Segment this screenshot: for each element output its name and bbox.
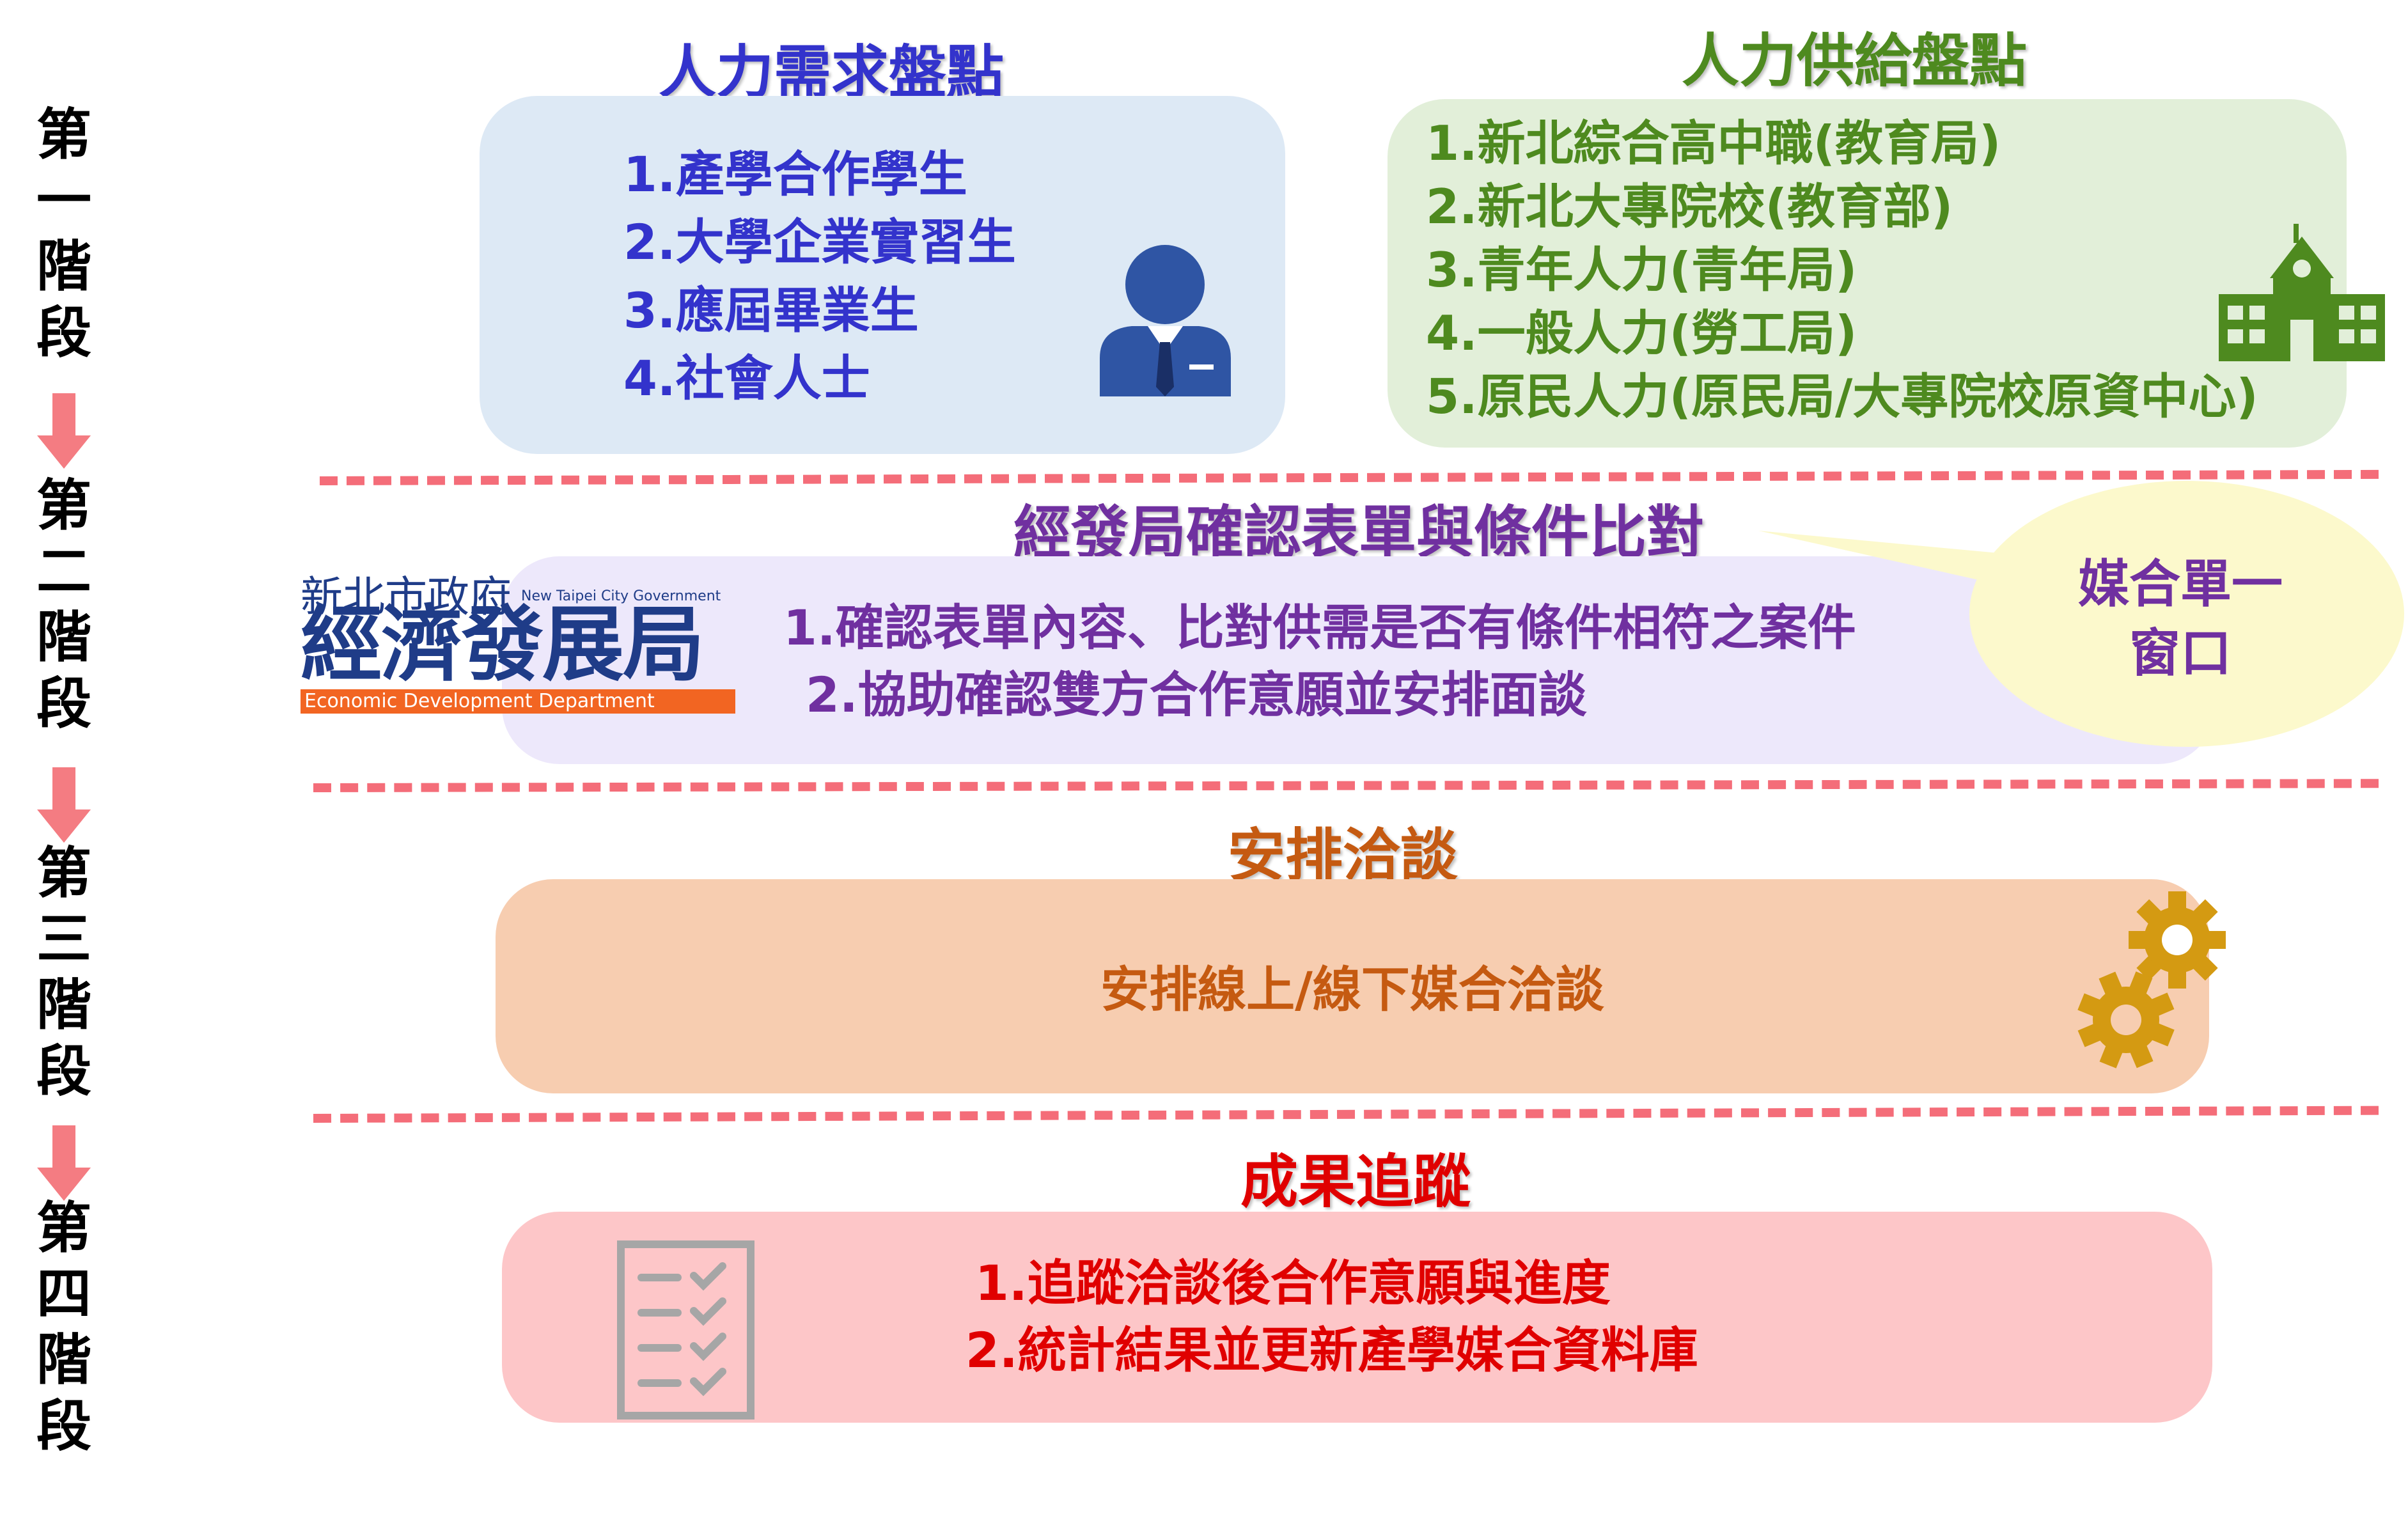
logo-main-text: 經濟發展局: [301, 597, 705, 692]
list-item: 2.統計結果並更新產學媒合資料庫: [966, 1321, 1698, 1379]
list-item: 1.追蹤洽談後合作意願與進度: [975, 1255, 1611, 1311]
school-building-icon: [2219, 224, 2385, 361]
edd-logo: 新北市政府 New Taipei City Government 經濟發展局 E…: [301, 563, 735, 716]
stage2-box: 1.確認表單內容、比對供需是否有條件相符之案件 2.協助確認雙方合作意願並安排面…: [502, 556, 2216, 764]
list-item: 4.社會人士: [623, 350, 870, 407]
logo-top-text: 新北市政府: [301, 572, 512, 622]
stage3-title: 安排洽談: [1228, 822, 1458, 889]
stage3-text: 安排線上/線下媒合洽談: [1100, 961, 1604, 1018]
supply-box: 1.新北綜合高中職(教育局) 2.新北大專院校(教育部) 3.青年人力(青年局)…: [1388, 99, 2385, 448]
stage2-title: 經發局確認表單與條件比對: [1013, 499, 1704, 567]
bubble-text: 媒合單一 窗口: [2078, 554, 2283, 683]
list-item: 1.確認表單內容、比對供需是否有條件相符之案件: [783, 599, 1856, 656]
stage-divider: [313, 1106, 2379, 1123]
stage-3-label: 第 三 階 段: [36, 841, 91, 1104]
stage-1-label: 第 一 階 段: [36, 103, 91, 365]
list-item: 2.協助確認雙方合作意願並安排面談: [806, 666, 1587, 723]
checklist-icon: [617, 1240, 754, 1419]
list-item: 5.原民人力(原民局/大專院校原資中心): [1426, 368, 2258, 425]
stage4-box: 1.追蹤洽談後合作意願與進度 2.統計結果並更新產學媒合資料庫: [502, 1212, 2212, 1423]
demand-list: 1.產學合作學生 2.大學企業實習生 3.應屆畢業生 4.社會人士: [623, 141, 1016, 413]
supply-list: 1.新北綜合高中職(教育局) 2.新北大專院校(教育部) 3.青年人力(青年局)…: [1426, 112, 2258, 428]
list-item: 2.新北大專院校(教育部): [1426, 178, 1953, 235]
logo-en-bottom-text: Economic Development Department: [301, 689, 735, 714]
stage-4-label: 第 四 階 段: [36, 1196, 91, 1459]
stage4-list: 1.追蹤洽談後合作意願與進度 2.統計結果並更新產學媒合資料庫: [966, 1250, 1698, 1384]
stage-divider: [313, 779, 2379, 792]
list-item: 3.青年人力(青年局): [1426, 242, 1857, 298]
speech-bubble: [1758, 481, 2404, 747]
list-item: 1.新北綜合高中職(教育局): [1426, 115, 2001, 171]
stage3-box: 安排線上/線下媒合洽談: [496, 879, 2209, 1093]
stage4-title: 成果追蹤: [1240, 1148, 1471, 1216]
logo-en-top-text: New Taipei City Government: [521, 588, 721, 604]
demand-title: 人力需求盤點: [659, 39, 1004, 106]
list-item: 3.應屆畢業生: [623, 281, 919, 339]
list-item: 2.大學企業實習生: [623, 214, 1016, 271]
list-item: 4.一般人力(勞工局): [1426, 305, 1857, 361]
demand-box: 1.產學合作學生 2.大學企業實習生 3.應屆畢業生 4.社會人士: [480, 96, 1285, 454]
stage-2-label: 第 二 階 段: [36, 474, 91, 736]
businessman-icon: [1100, 245, 1231, 396]
list-item: 1.產學合作學生: [623, 146, 967, 203]
supply-title: 人力供給盤點: [1682, 27, 2027, 95]
stage2-list: 1.確認表單內容、比對供需是否有條件相符之案件 2.協助確認雙方合作意願並安排面…: [783, 595, 1856, 729]
gears-icon: [2077, 891, 2226, 1068]
